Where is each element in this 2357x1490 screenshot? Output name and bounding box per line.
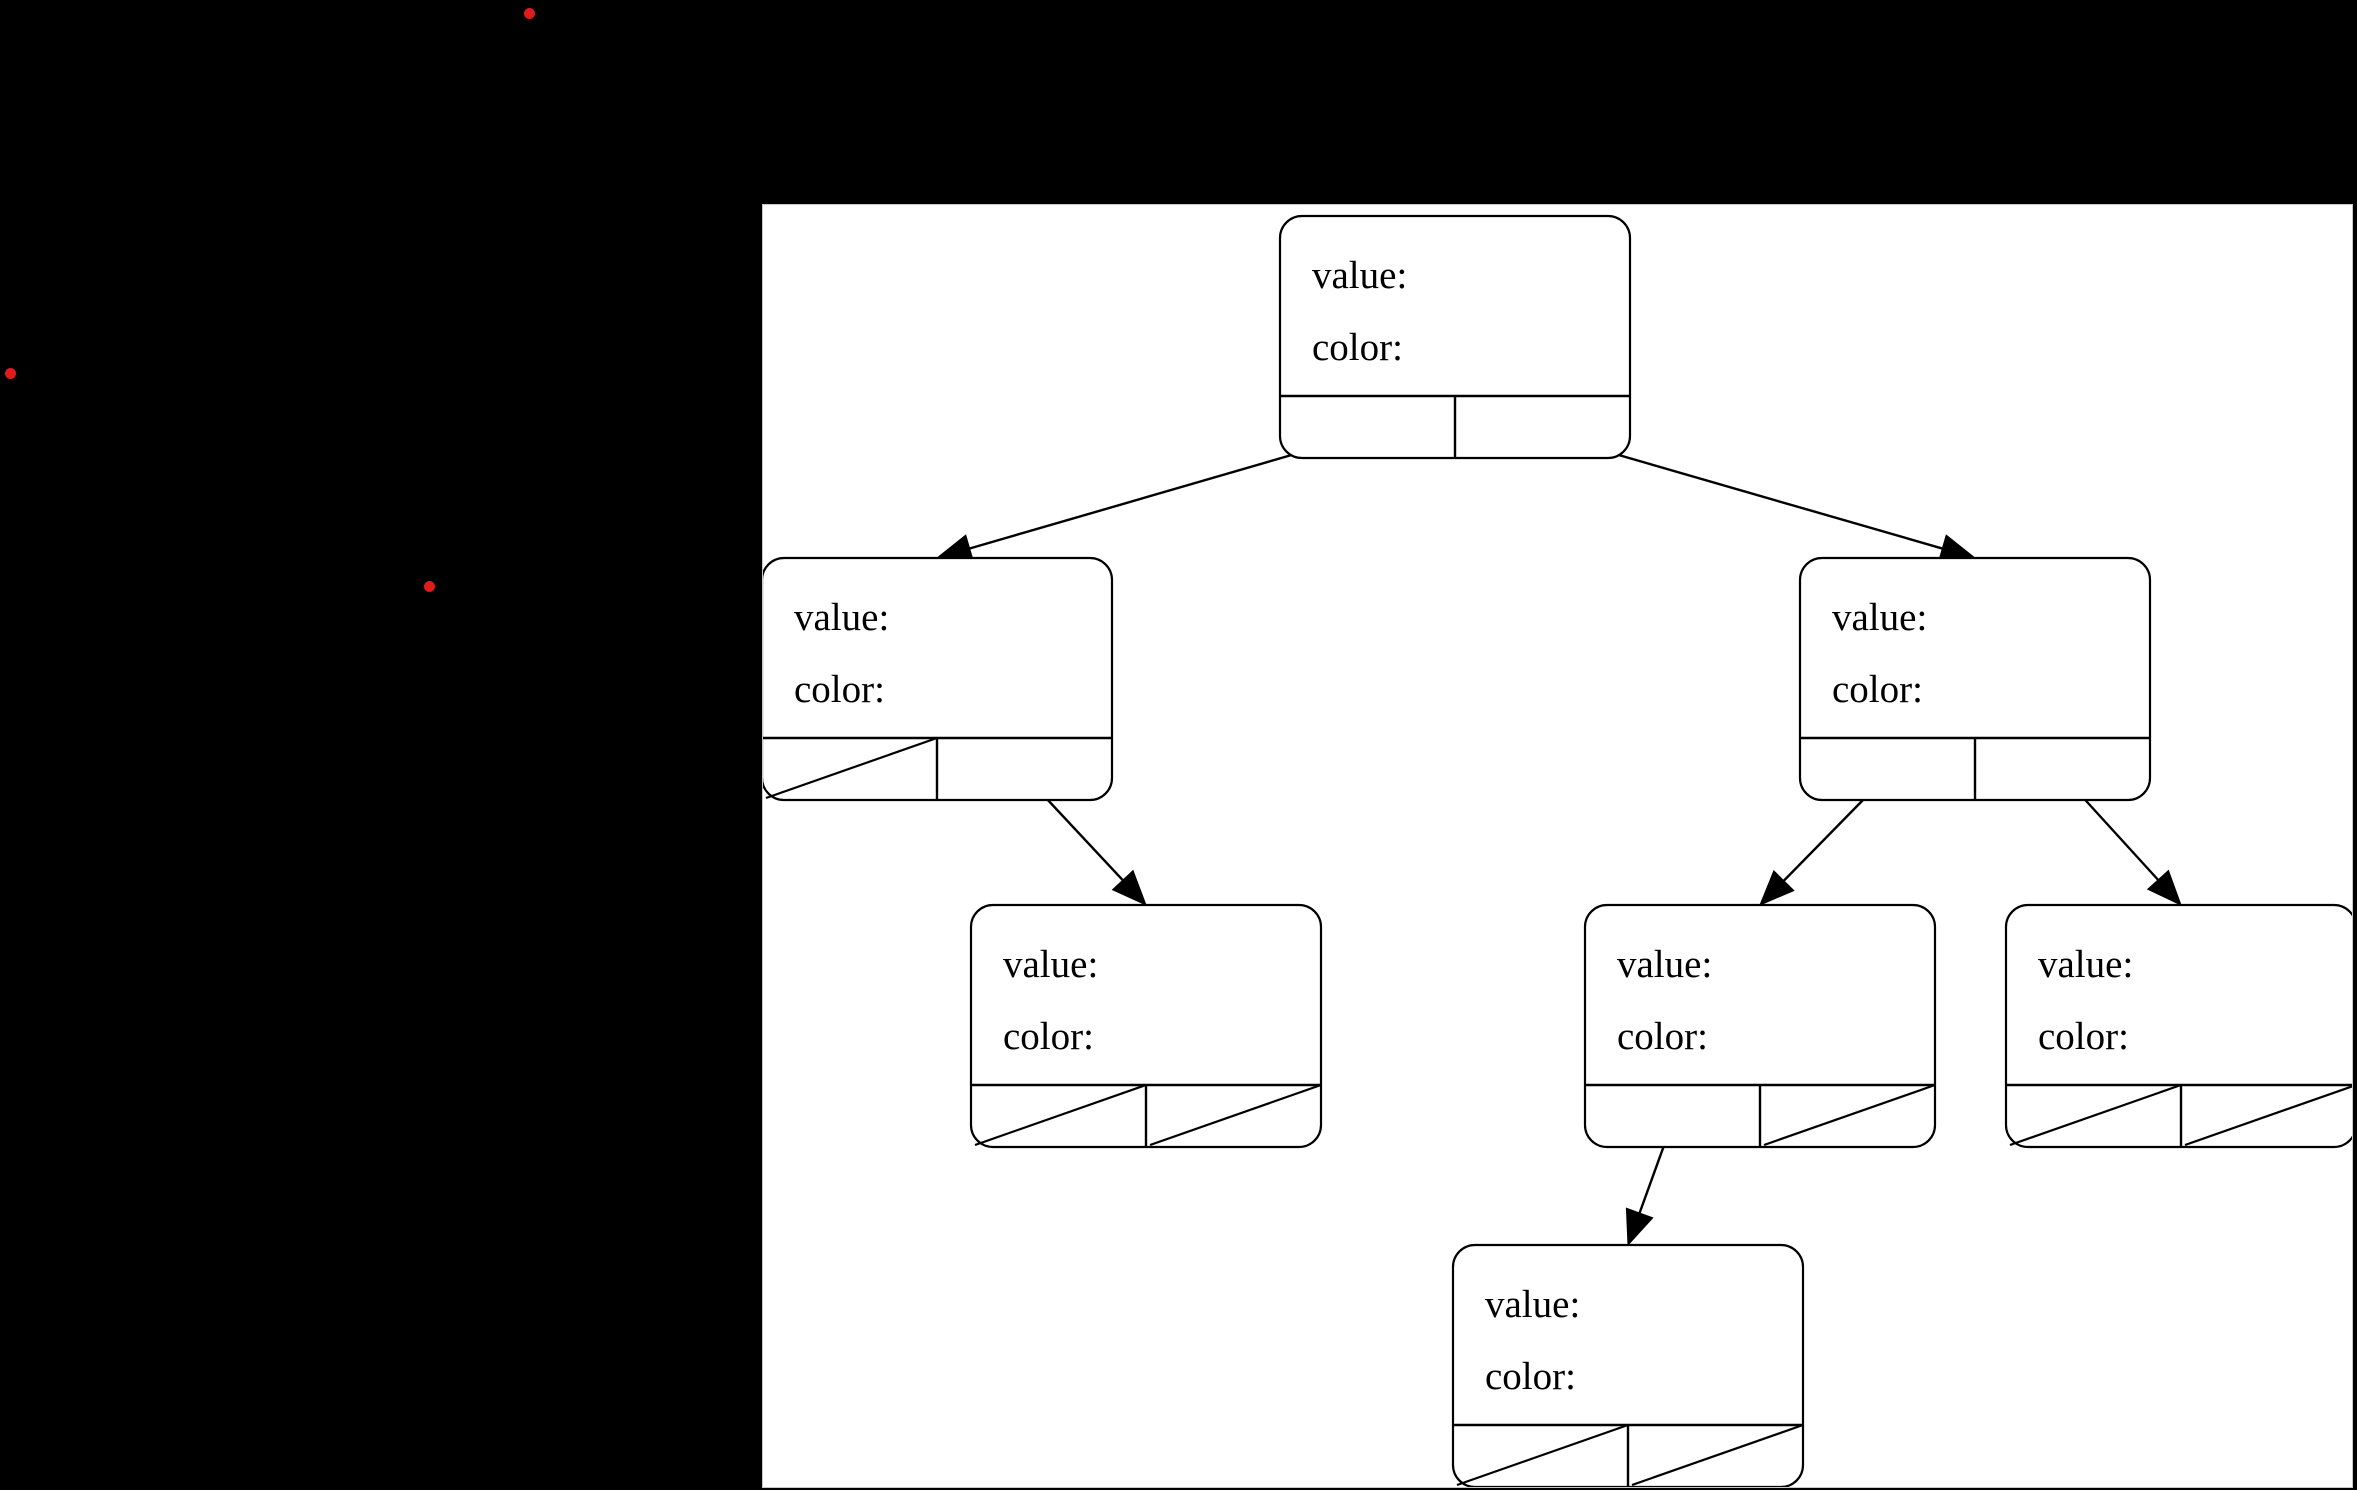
tree-node-right-left[interactable]: value: color:: [1583, 903, 1937, 1149]
node-value-label: value:: [1617, 943, 1712, 986]
node-value-label: value:: [1003, 943, 1098, 986]
edge-arrowhead-icon: [1111, 869, 1147, 906]
node-color-label: color:: [794, 668, 885, 711]
nodes-group: value:color:value:color:value:color:valu…: [763, 214, 2353, 1487]
tree-node-right-right[interactable]: value: color:: [2004, 903, 2353, 1149]
marker-dot-mid: [424, 581, 435, 592]
node-value-label: value:: [794, 596, 889, 639]
tree-node-root[interactable]: value: color:: [1278, 214, 1632, 460]
node-value-label: value:: [1485, 1283, 1580, 1326]
marker-dot-top: [524, 8, 535, 19]
node-left-null-slash-icon: [974, 1083, 1147, 1147]
node-left-null-slash-icon: [2009, 1083, 2182, 1147]
tree-graph: value:color:value:color:value:color:valu…: [763, 214, 2353, 1487]
edge-arrowhead-icon: [1759, 870, 1795, 906]
node-color-label: color:: [2038, 1015, 2129, 1058]
node-value-label: value:: [1832, 596, 1927, 639]
diagram-viewer-panel[interactable]: value:color:value:color:value:color:valu…: [762, 204, 2353, 1488]
node-color-label: color:: [1485, 1355, 1576, 1398]
tree-node-left[interactable]: value: color:: [763, 556, 1114, 802]
node-color-label: color:: [1617, 1015, 1708, 1058]
node-color-label: color:: [1832, 668, 1923, 711]
node-color-label: color:: [1312, 326, 1403, 369]
node-value-label: value:: [1312, 254, 1407, 297]
tree-node-right[interactable]: value: color:: [1798, 556, 2152, 802]
marker-dot-left: [5, 368, 16, 379]
edge-arrowhead-icon: [1625, 1207, 1654, 1247]
edge-arrowhead-icon: [2146, 869, 2182, 906]
node-outline: [1451, 1243, 1805, 1487]
tree-node-left-right[interactable]: value: color:: [969, 903, 1323, 1149]
node-right-null-slash-icon: [1631, 1423, 1804, 1487]
node-value-label: value:: [2038, 943, 2133, 986]
node-color-label: color:: [1003, 1015, 1094, 1058]
node-right-null-slash-icon: [1763, 1083, 1936, 1147]
node-right-null-slash-icon: [1149, 1083, 1322, 1147]
node-right-null-slash-icon: [2184, 1085, 2352, 1147]
node-left-null-slash-icon: [1456, 1423, 1629, 1487]
diagram-canvas[interactable]: value:color:value:color:value:color:valu…: [763, 205, 2352, 1487]
node-left-null-slash-icon: [765, 736, 938, 800]
tree-node-right-left-left[interactable]: value: color:: [1451, 1243, 1805, 1487]
